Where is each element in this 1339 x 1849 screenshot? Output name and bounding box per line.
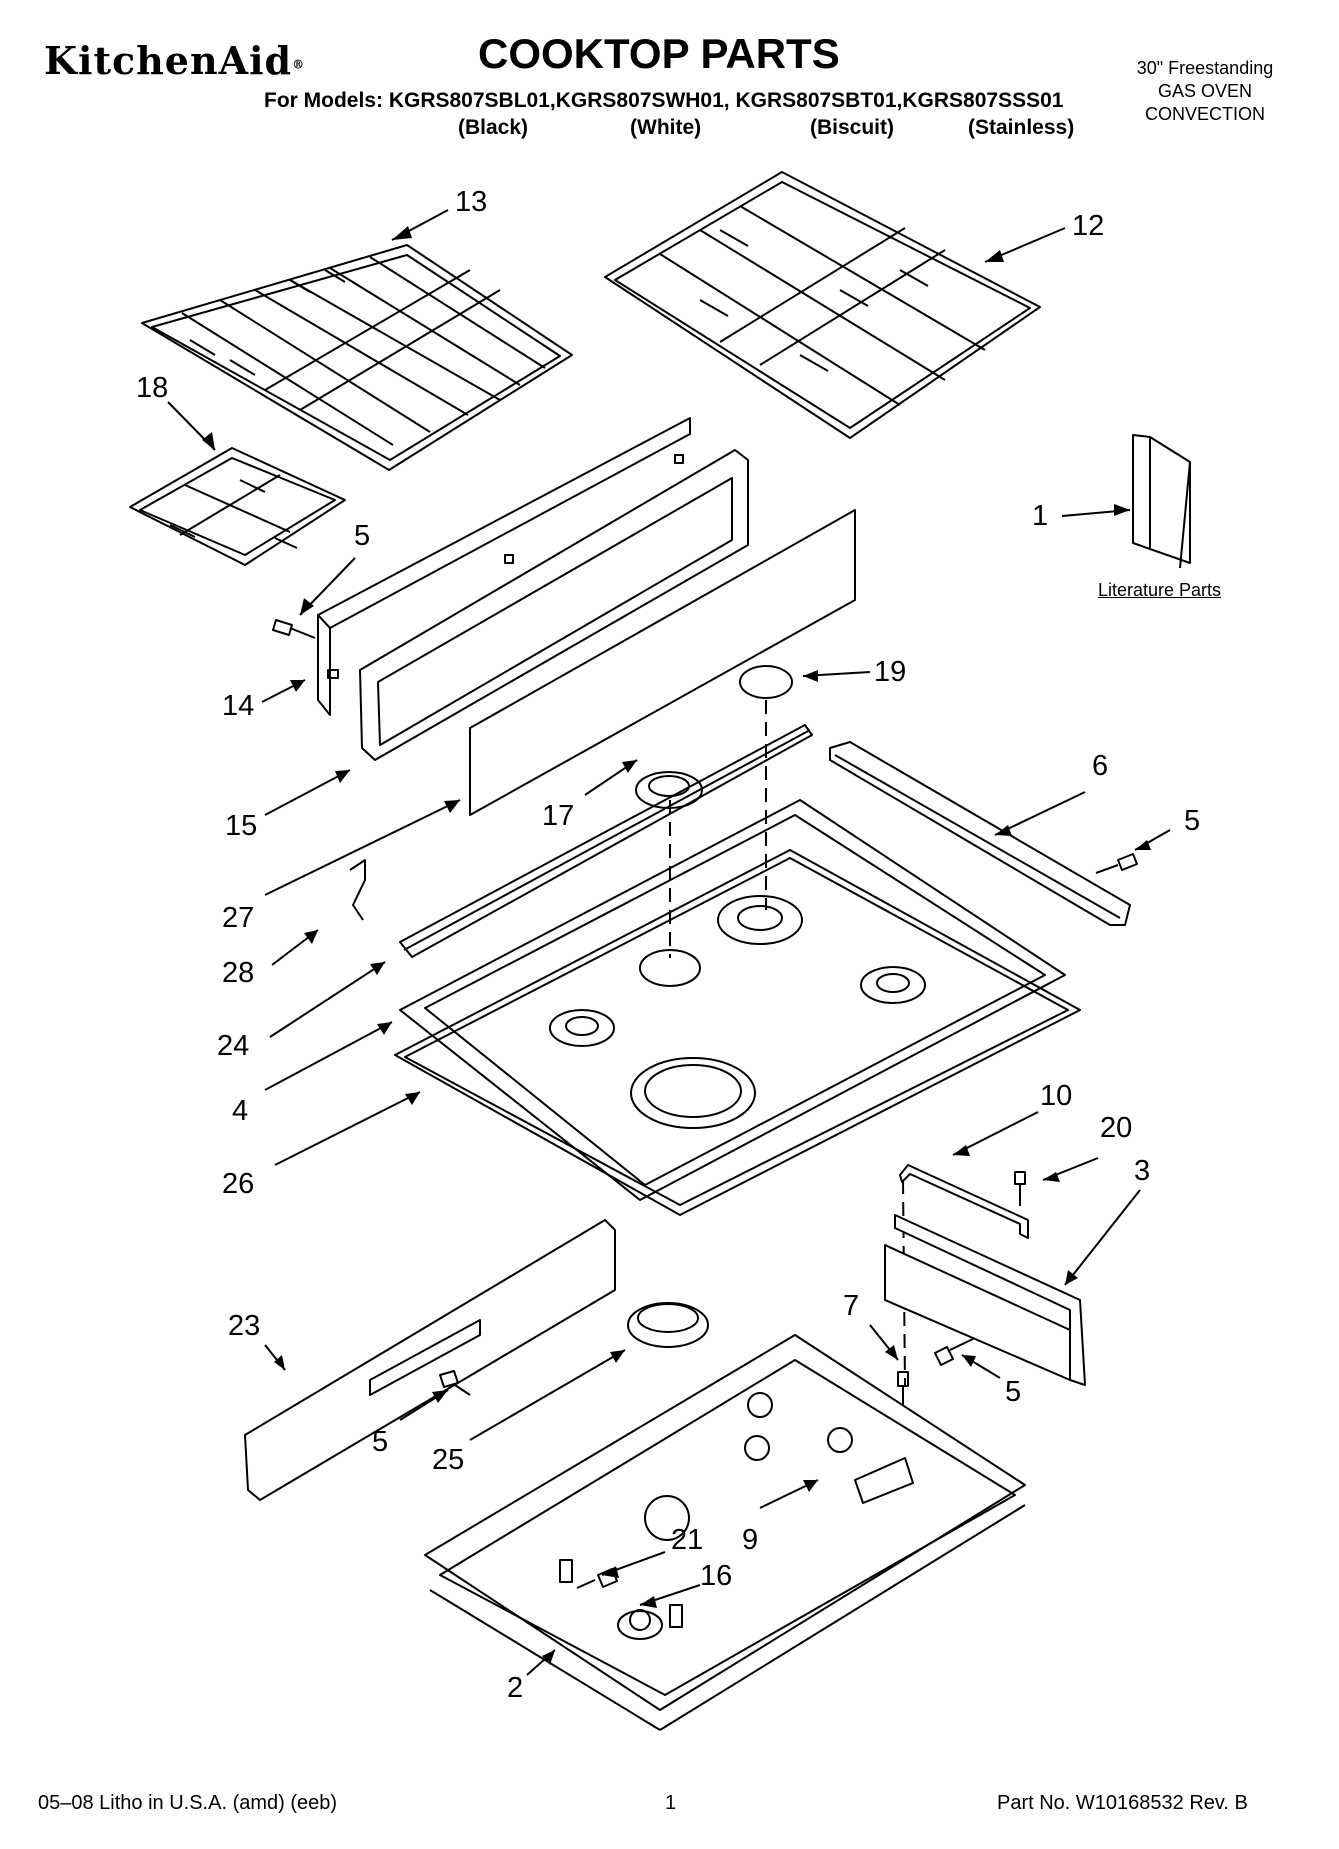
callout-4: 4	[232, 1095, 249, 1127]
callout-5: 5	[354, 520, 371, 552]
leader-arrowheads	[202, 226, 1151, 1665]
footer-litho: 05–08 Litho in U.S.A. (amd) (eeb)	[38, 1792, 338, 1814]
color-biscuit: (Biscuit)	[810, 116, 894, 139]
support-brace	[899, 1164, 1029, 1239]
screw	[1095, 853, 1138, 874]
callout-27: 27	[222, 902, 255, 934]
screw	[897, 1371, 909, 1406]
backguard-insert	[469, 509, 856, 816]
callout-23: 23	[228, 1310, 261, 1342]
callout-26: 26	[222, 1168, 255, 1200]
callout-18: 18	[136, 372, 169, 404]
product-line-1: 30" Freestanding	[1136, 58, 1274, 78]
grate-right	[604, 171, 1041, 439]
screw	[439, 1370, 471, 1396]
callout-19: 19	[874, 656, 907, 688]
callout-17: 17	[542, 800, 575, 832]
callout-6: 6	[1092, 750, 1109, 782]
assembly-line	[902, 1179, 906, 1386]
callout-1: 1	[1032, 500, 1049, 532]
screw	[934, 1337, 976, 1366]
brand-name: KitchenAid	[44, 38, 293, 83]
callout-21: 21	[671, 1524, 704, 1556]
cooktop-gasket-inner	[404, 857, 1069, 1206]
side-bracket	[884, 1214, 1086, 1386]
screw	[576, 1568, 618, 1589]
burner-head	[635, 771, 703, 809]
callout-2: 2	[507, 1672, 524, 1704]
rear-rail	[399, 724, 813, 958]
literature-parts-label: Literature Parts	[1098, 580, 1222, 600]
cooktop-main	[399, 799, 1066, 1201]
part-number: Part No. W10168532 Rev. B	[997, 1792, 1248, 1814]
callout-13: 13	[455, 186, 488, 218]
registered-mark: ®	[292, 57, 306, 72]
product-line-2: GAS OVEN	[1157, 81, 1253, 101]
callout-9: 9	[742, 1524, 759, 1556]
bracket	[349, 859, 366, 921]
callout-24: 24	[217, 1030, 250, 1062]
color-stainless: (Stainless)	[968, 116, 1075, 139]
callout-16: 16	[700, 1560, 733, 1592]
brand-logo: KitchenAid®	[44, 38, 305, 83]
callout-12: 12	[1072, 210, 1105, 242]
callout-25: 25	[432, 1444, 465, 1476]
color-white: (White)	[630, 116, 702, 139]
callout-15: 15	[225, 810, 258, 842]
callout-5-c: 5	[1005, 1376, 1022, 1408]
page-title: COOKTOP PARTS	[478, 30, 840, 77]
color-black: (Black)	[458, 116, 529, 139]
product-line-3: CONVECTION	[1144, 104, 1265, 124]
backguard-panel	[317, 417, 691, 716]
burner-assembly	[627, 1302, 709, 1348]
backguard-trim	[359, 449, 749, 761]
side-rail	[829, 741, 1131, 926]
models-line: For Models: KGRS807SBL01,KGRS807SWH01, K…	[264, 89, 1064, 112]
page-number: 1	[665, 1792, 677, 1814]
grate-griddle	[129, 447, 346, 566]
literature-booklet	[1132, 434, 1191, 569]
callout-5-b: 5	[1184, 805, 1201, 837]
cooktop-gasket	[394, 849, 1081, 1216]
screw	[272, 619, 316, 639]
callout-14: 14	[222, 690, 255, 722]
burner-box	[424, 1334, 1026, 1731]
callout-3: 3	[1134, 1155, 1151, 1187]
callout-5-d: 5	[372, 1426, 389, 1458]
callout-28: 28	[222, 957, 255, 989]
grate-left	[141, 244, 573, 471]
side-channel	[244, 1219, 616, 1501]
burner-cap	[739, 665, 793, 699]
screw	[1014, 1171, 1026, 1206]
callout-7: 7	[843, 1290, 860, 1322]
callout-20: 20	[1100, 1112, 1133, 1144]
callout-10: 10	[1040, 1080, 1073, 1112]
